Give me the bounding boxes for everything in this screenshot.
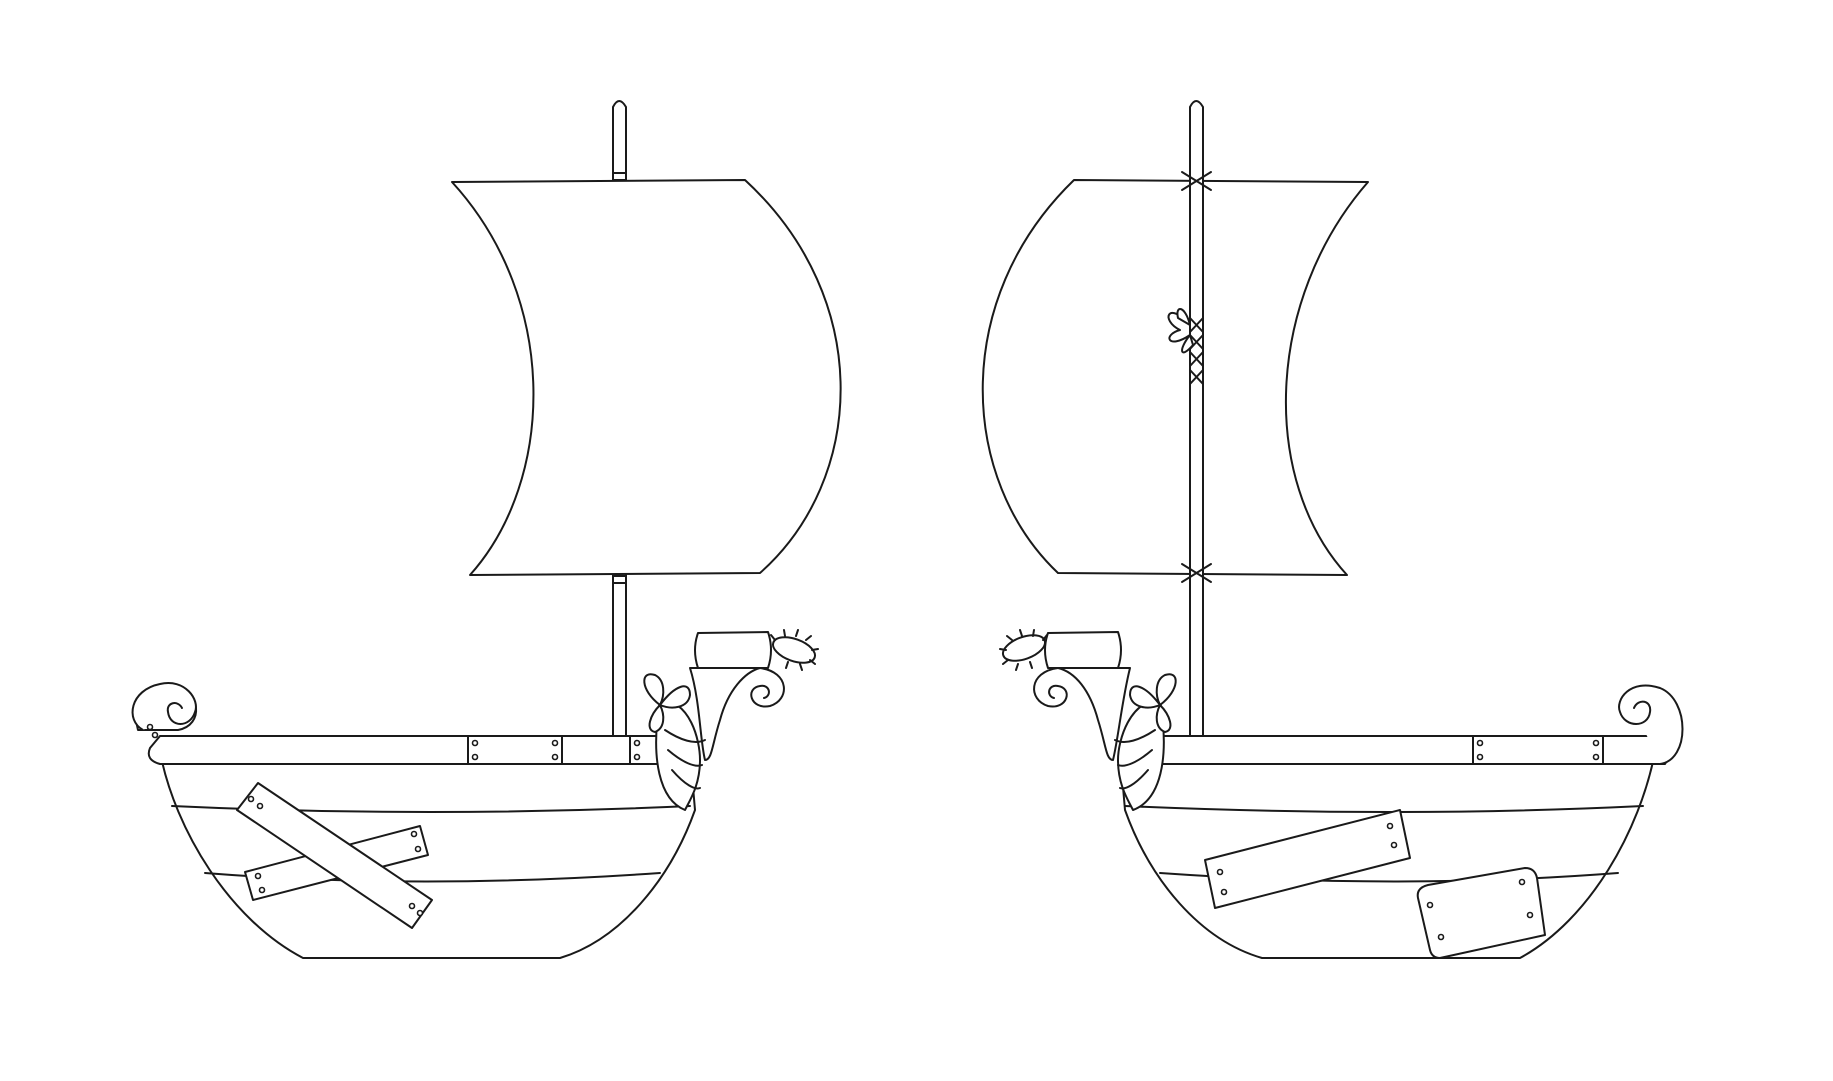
- bow-figurehead-left: [655, 699, 701, 811]
- sail-right: [981, 179, 1369, 576]
- bow-wrap-line: [1119, 769, 1149, 790]
- ship-right: [981, 100, 1684, 959]
- bow-lantern-left: [694, 629, 819, 671]
- sail-left: [451, 179, 842, 576]
- bow-scroll-left: [750, 667, 785, 708]
- hull-patch-right-1: [1204, 809, 1411, 909]
- mast-right: [1181, 100, 1212, 739]
- bow-wrap-line: [671, 769, 701, 790]
- hull-patch-left-2: [236, 782, 433, 929]
- rivet: [146, 723, 154, 731]
- bow-lantern-right: [999, 629, 1122, 671]
- bow-post-left: [689, 667, 761, 761]
- bow-wrap-line: [1117, 749, 1153, 767]
- rivet: [151, 731, 159, 739]
- stern-curl-left: [131, 681, 197, 731]
- bow-wrap-line: [1114, 729, 1156, 743]
- bow-wrap-line: [664, 729, 706, 743]
- mast-knot-bow: [1167, 308, 1194, 354]
- deck-rail-left-bar: [147, 735, 661, 765]
- stern-curl-right: [1618, 684, 1684, 765]
- bow-ribbon-right: [1129, 673, 1177, 733]
- bow-scroll-right: [1033, 667, 1068, 708]
- rail-plates-right: [1472, 735, 1604, 765]
- bow-post-right: [1057, 667, 1131, 761]
- hull-patch-right-2: [1416, 867, 1546, 959]
- ship-left: [131, 100, 842, 959]
- bow-ribbon-left: [643, 673, 691, 733]
- bow-wrap-line: [667, 749, 703, 767]
- bow-figurehead-right: [1117, 699, 1165, 811]
